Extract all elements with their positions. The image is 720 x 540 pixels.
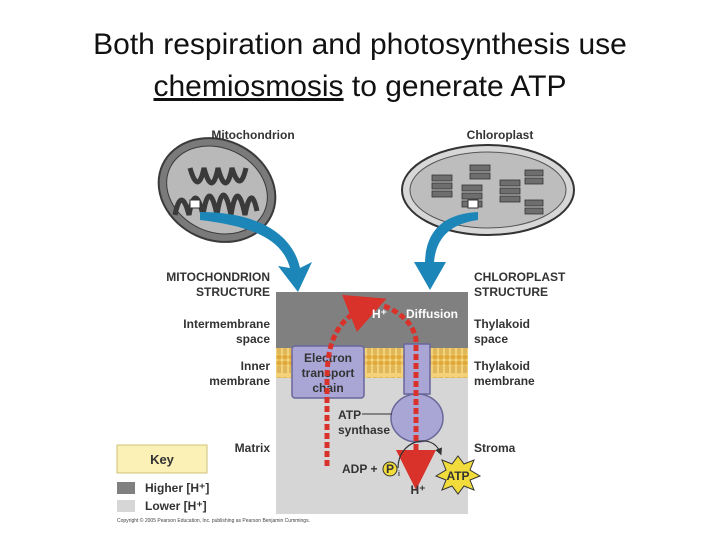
phosphate-subscript: i: [398, 471, 400, 478]
mitochondrion-title: Mitochondrion: [211, 128, 294, 142]
proton-diffusion-arrow: [383, 303, 436, 490]
atp-synthesis-arrow: [397, 440, 442, 469]
title-underlined-term: chemiosmosis: [153, 70, 344, 103]
phosphate-label: P: [386, 462, 394, 476]
intermembrane-label-1: Intermembrane: [183, 317, 270, 331]
chloroplast-illustration: [401, 144, 575, 236]
key-legend: Key Higher [H⁺] Lower [H⁺]: [116, 444, 209, 513]
thylakoid-space-label-2: space: [474, 332, 508, 346]
copyright-notice: Copyright © 2005 Pearson Education, Inc.…: [117, 517, 310, 524]
key-lower-swatch: [117, 500, 135, 512]
mitochondrion-illustration: [157, 137, 277, 243]
atp-synthase-label-1: ATP: [338, 408, 361, 422]
matrix-label: Matrix: [235, 441, 271, 455]
inner-membrane-label-2: membrane: [209, 374, 270, 388]
h-plus-bottom-label: H⁺: [411, 483, 426, 497]
slide-title: Both respiration and photosynthesis use …: [0, 24, 720, 108]
key-title: Key: [150, 452, 175, 467]
diffusion-label: Diffusion: [406, 307, 458, 321]
stroma-label: Stroma: [474, 441, 516, 455]
atp-star: [434, 455, 482, 495]
thylakoid-membrane-label-2: membrane: [474, 374, 535, 388]
mitochondrion-zoom-arrow: [200, 212, 312, 292]
key-title-box: [116, 444, 208, 474]
chloroplast-title: Chloroplast: [467, 128, 534, 142]
inner-membrane-label-1: Inner: [241, 359, 271, 373]
title-line-2: chemiosmosis to generate ATP: [0, 66, 720, 108]
title-line-1: Both respiration and photosynthesis use: [93, 28, 627, 61]
etc-label-1: Electron: [304, 351, 352, 365]
chloro-structure-2: STRUCTURE: [474, 285, 548, 299]
mito-structure-1: MITOCHONDRION: [166, 270, 270, 284]
key-higher-swatch: [117, 482, 135, 494]
membrane-panel: [276, 292, 468, 514]
atp-label: ATP: [446, 469, 469, 483]
thylakoid-membrane-label-1: Thylakoid: [474, 359, 530, 373]
mito-structure-2: STRUCTURE: [196, 285, 270, 299]
chloro-structure-1: CHLOROPLAST: [474, 270, 566, 284]
chloroplast-zoom-arrow: [414, 212, 478, 290]
key-lower-label: Lower [H⁺]: [145, 499, 207, 513]
thylakoid-space-label-1: Thylakoid: [474, 317, 530, 331]
intermembrane-label-2: space: [236, 332, 270, 346]
phosphate-circle: [382, 461, 398, 477]
proton-pump-arrow: [324, 294, 387, 466]
key-higher-label: Higher [H⁺]: [145, 481, 209, 495]
h-plus-top-label: H⁺: [372, 307, 387, 321]
atp-synthase-label-2: synthase: [338, 423, 390, 437]
adp-label: ADP +: [342, 462, 377, 476]
title-line-2-rest: to generate ATP: [343, 70, 567, 103]
